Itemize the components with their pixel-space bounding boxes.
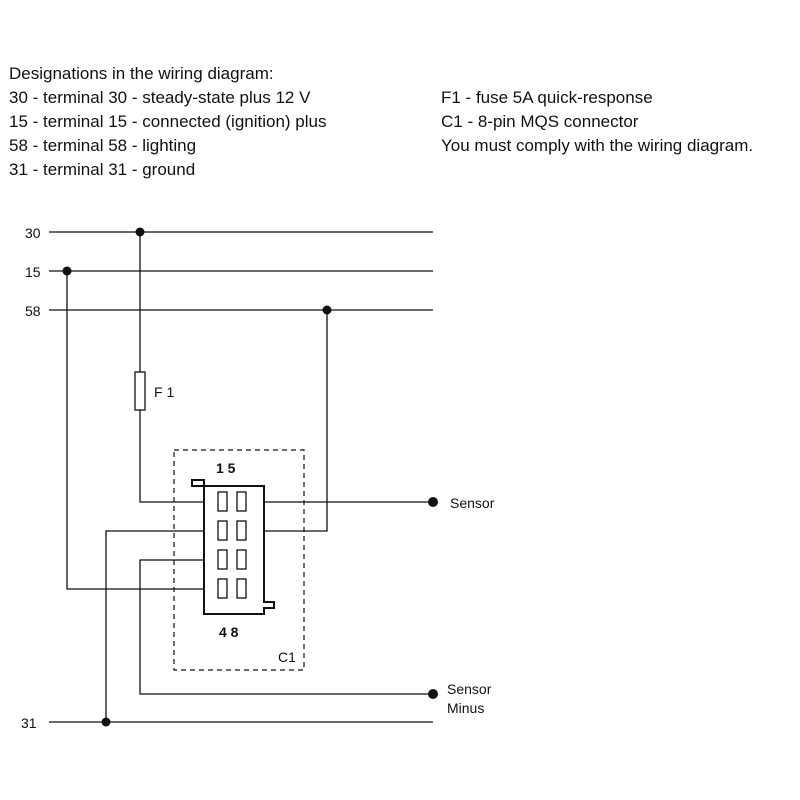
sensor-label: Sensor — [450, 495, 495, 511]
connector-c1-label: C1 — [278, 649, 296, 665]
pin-7 — [236, 549, 247, 570]
pin-6 — [236, 520, 247, 541]
pin-label-top: 1 5 — [216, 460, 236, 476]
legend-compliance-note: You must comply with the wiring diagram. — [441, 136, 754, 155]
sensor-minus-label-line2: Minus — [447, 700, 484, 716]
wire-pin3-to-sensor-minus — [139, 559, 433, 695]
sensor-minus-label-line1: Sensor — [447, 681, 492, 697]
legend-item-15: 15 - terminal 15 - connected (ignition) … — [9, 112, 327, 131]
sensor-terminal — [428, 497, 438, 507]
sensor-minus-terminal — [428, 689, 438, 699]
rail-label-31: 31 — [21, 715, 37, 731]
connector-c1-boundary — [173, 449, 305, 671]
rail-label-58: 58 — [25, 303, 41, 319]
fuse-f1 — [134, 371, 146, 411]
legend-item-f1: F1 - fuse 5A quick-response — [441, 88, 653, 107]
pin-1 — [217, 491, 228, 512]
rail-label-30: 30 — [25, 225, 41, 241]
pin-8 — [236, 578, 247, 599]
pin-5 — [236, 491, 247, 512]
fuse-label: F 1 — [154, 384, 174, 400]
pin-4 — [217, 578, 228, 599]
legend-item-30: 30 - terminal 30 - steady-state plus 12 … — [9, 88, 311, 107]
pin-2 — [217, 520, 228, 541]
wire-15-to-pin4 — [66, 271, 218, 590]
legend-item-58: 58 - terminal 58 - lighting — [9, 136, 197, 155]
wire-fuse-to-pin1 — [139, 410, 218, 503]
legend-item-c1: C1 - 8-pin MQS connector — [441, 112, 639, 131]
legend-heading: Designations in the wiring diagram: — [9, 64, 274, 83]
wire-31-to-pin2 — [105, 530, 218, 722]
wire-58-to-pin6 — [246, 310, 328, 532]
pin-label-bottom: 4 8 — [219, 624, 239, 640]
rail-label-15: 15 — [25, 264, 41, 280]
pin-3 — [217, 549, 228, 570]
connector-housing — [191, 479, 275, 615]
legend-item-31: 31 - terminal 31 - ground — [9, 160, 196, 179]
